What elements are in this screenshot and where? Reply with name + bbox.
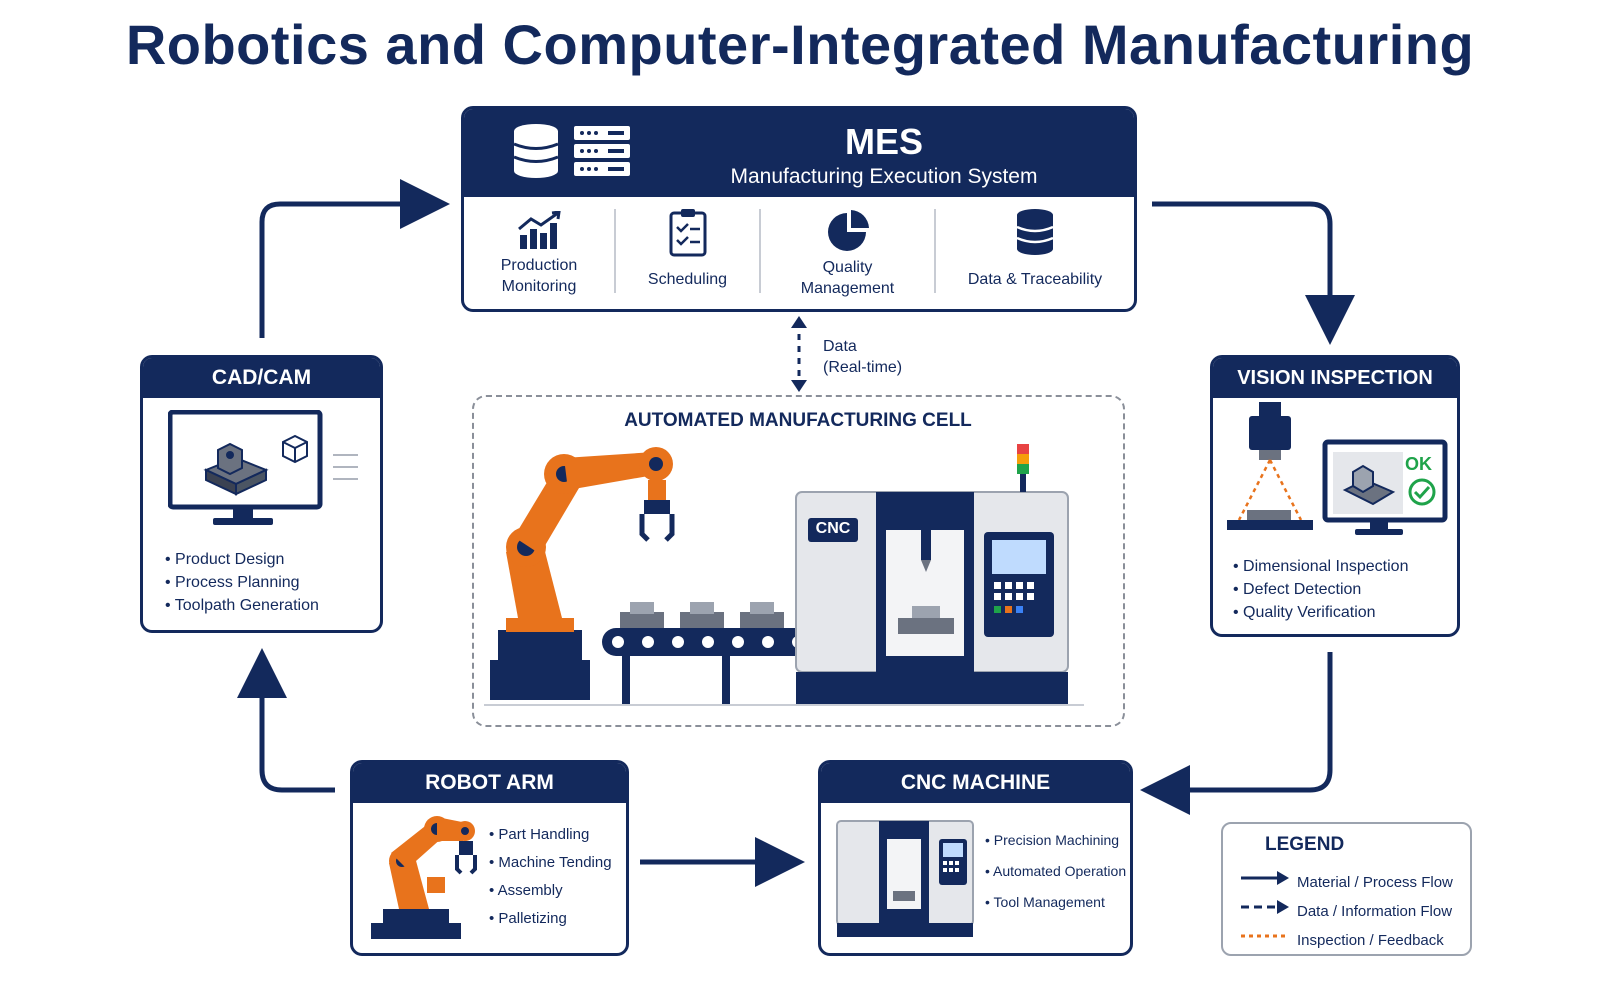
clipboard-check-icon <box>669 209 706 257</box>
cnc-machine-icon <box>836 820 974 937</box>
bar-chart-icon <box>518 210 561 249</box>
legend-heading: LEGEND <box>1265 834 1345 855</box>
legend-item: Material / Process Flow <box>1297 874 1453 891</box>
data-realtime-label: Data (Real-time) <box>823 336 902 378</box>
module-divider <box>614 209 616 293</box>
flow-arrow-mes-to-vision <box>1152 201 1355 345</box>
pie-chart-icon <box>827 210 869 251</box>
legend-item: Inspection / Feedback <box>1297 932 1444 949</box>
cnc-badge: CNC <box>815 520 851 537</box>
list-item: Tool Management <box>985 887 1126 918</box>
database-icon <box>1016 209 1054 255</box>
legend-box: LEGEND Material / Process Flow Data / In… <box>1221 822 1472 956</box>
cad-monitor-icon <box>168 410 358 525</box>
flow-arrow-robot-to-cadcam <box>237 648 335 793</box>
module-label: Management <box>800 280 895 297</box>
page-title: Robotics and Computer-Integrated Manufac… <box>125 13 1475 76</box>
mes-modules: Production Monitoring Scheduling Quality <box>464 197 1134 309</box>
module-label: Quality <box>822 259 873 276</box>
list-item: Assembly <box>489 877 612 905</box>
module-label: Monitoring <box>501 278 577 295</box>
module-data-traceability: Data & Traceability <box>936 197 1134 309</box>
list-item: Automated Operation <box>985 856 1126 887</box>
robot-arm-illustration <box>490 447 675 700</box>
cadcam-heading: CAD/CAM <box>143 358 380 398</box>
module-label: Scheduling <box>647 271 728 288</box>
module-label: Production <box>500 257 578 274</box>
flow-arrow-cadcam-to-mes <box>259 179 450 338</box>
list-item: Toolpath Generation <box>165 594 319 617</box>
cnc-heading: CNC MACHINE <box>821 763 1130 803</box>
legend-symbols <box>1241 871 1289 938</box>
module-divider <box>759 209 761 293</box>
cnc-panel: CNC MACHINE Precision Machining Automate… <box>818 760 1133 956</box>
mes-subheading: Manufacturing Execution System <box>730 165 1038 188</box>
flow-arrow-vision-to-cnc <box>1140 652 1333 815</box>
list-item: Machine Tending <box>489 849 611 877</box>
cadcam-bullets: Product Design Process Planning Toolpath… <box>165 548 319 617</box>
data-arrow-down <box>791 380 807 392</box>
list-item: Product Design <box>165 548 319 571</box>
legend-item: Data / Information Flow <box>1297 903 1453 920</box>
data-label-line2: (Real-time) <box>823 359 903 376</box>
cnc-bullets: Precision Machining Automated Operation … <box>985 825 1126 918</box>
list-item: Defect Detection <box>1233 578 1408 601</box>
mes-header: MES Manufacturing Execution System <box>464 109 1134 197</box>
manufacturing-cell: AUTOMATED MANUFACTURING CELL <box>472 395 1125 727</box>
list-item: Quality Verification <box>1233 601 1408 624</box>
robot-heading: ROBOT ARM <box>353 763 626 803</box>
cell-title: AUTOMATED MANUFACTURING CELL <box>624 410 972 431</box>
module-production-monitoring: Production Monitoring <box>464 197 614 309</box>
vision-heading: VISION INSPECTION <box>1213 358 1457 398</box>
vision-panel: VISION INSPECTION OK Dimensional Inspect… <box>1210 355 1460 637</box>
legend-items: Material / Process Flow Data / Informati… <box>1297 868 1453 955</box>
vision-bullets: Dimensional Inspection Defect Detection … <box>1233 555 1408 624</box>
cell-illustration <box>484 444 1084 706</box>
list-item: Palletizing <box>489 905 612 933</box>
data-arrow-up <box>791 316 807 328</box>
module-scheduling: Scheduling <box>616 197 759 309</box>
mes-panel: MES Manufacturing Execution System Produ… <box>461 106 1137 312</box>
module-divider <box>934 209 936 293</box>
module-quality-management: Quality Management <box>761 197 934 309</box>
cnc-machine-illustration <box>795 444 1069 704</box>
list-item: Precision Machining <box>985 825 1126 856</box>
robot-arm-icon <box>371 816 477 939</box>
list-item: Process Planning <box>165 571 319 594</box>
module-label: Data & Traceability <box>967 271 1103 288</box>
list-item: Part Handling <box>489 821 612 849</box>
robot-bullets: Part Handling Machine Tending Assembly P… <box>489 821 612 933</box>
ok-label: OK <box>1405 454 1432 474</box>
cadcam-panel: CAD/CAM Product Design Process Planning … <box>140 355 383 633</box>
robot-panel: ROBOT ARM Part Handling Machine Tending … <box>350 760 629 956</box>
vision-camera-icon <box>1227 402 1448 535</box>
list-item: Dimensional Inspection <box>1233 555 1408 578</box>
server-database-icon <box>513 124 630 178</box>
mes-heading: MES <box>844 121 923 162</box>
data-label-line1: Data <box>823 338 857 355</box>
